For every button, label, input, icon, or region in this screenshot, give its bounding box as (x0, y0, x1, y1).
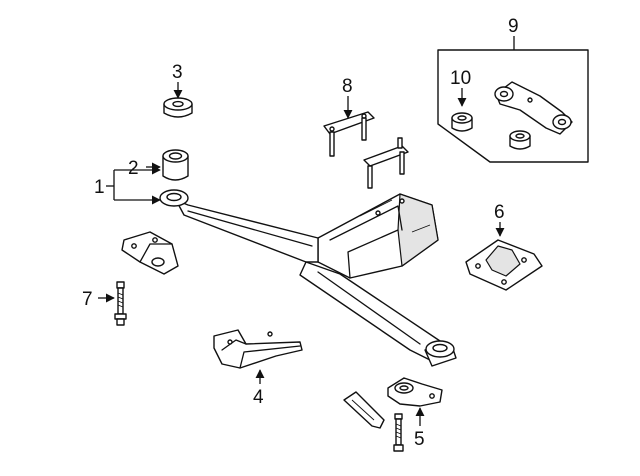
mount-part-5[interactable] (387, 377, 443, 452)
bushing-part-10[interactable] (451, 112, 473, 132)
bushing-part-2[interactable] (162, 149, 189, 181)
callout-3: 3 (172, 62, 183, 83)
clamp-plates-part-8[interactable] (323, 111, 409, 189)
callout-8: 8 (342, 76, 353, 97)
link-part-9[interactable] (494, 81, 573, 135)
retainer-clip[interactable] (343, 391, 385, 429)
callout-9: 9 (508, 16, 519, 37)
callout-4: 4 (253, 387, 264, 408)
bushing-small[interactable] (509, 130, 531, 150)
bolt-part-7[interactable] (114, 281, 127, 326)
mount-plate-part-6[interactable] (465, 239, 543, 291)
leader-lines (98, 36, 515, 426)
mount-bracket[interactable] (121, 231, 179, 275)
insulator-part-3[interactable] (163, 97, 193, 118)
heat-shield-part-4[interactable] (213, 329, 303, 369)
callout-2: 2 (128, 158, 139, 179)
callout-5: 5 (414, 429, 425, 450)
callout-labels: 1 2 3 4 5 6 7 8 9 10 (82, 16, 519, 450)
crossmember[interactable] (159, 189, 457, 367)
callout-1: 1 (94, 177, 105, 198)
callout-7: 7 (82, 289, 93, 310)
callout-10: 10 (450, 68, 471, 89)
callout-6: 6 (494, 202, 505, 223)
